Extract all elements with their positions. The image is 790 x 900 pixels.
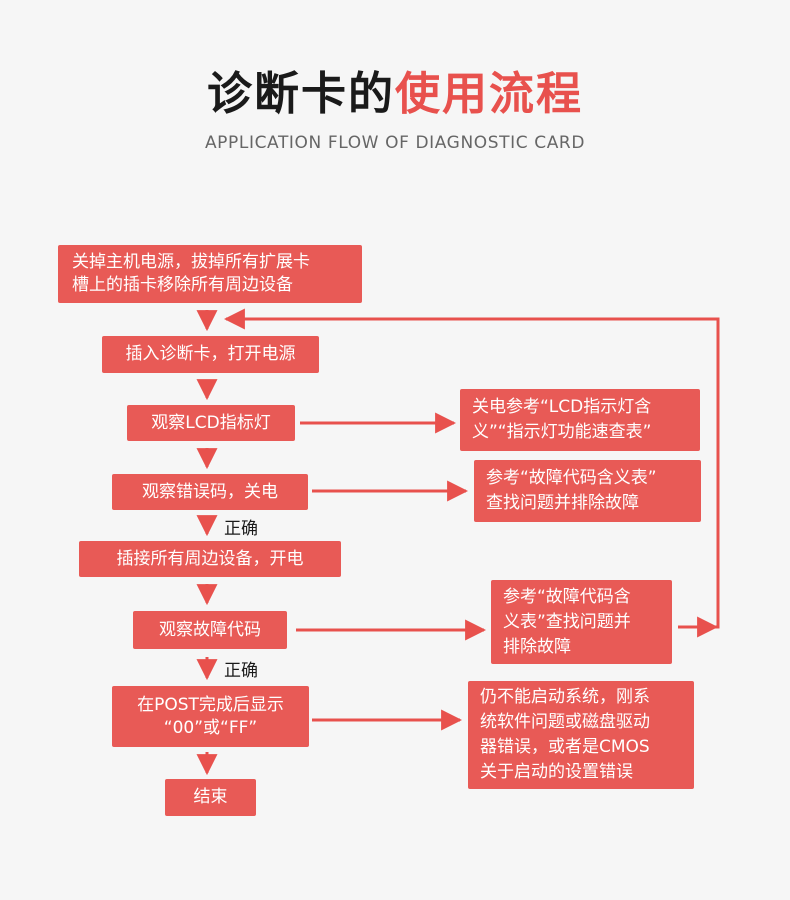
note-still-no-boot: 仍不能启动系统，刚系 统软件问题或磁盘驱动 器错误，或者是CMOS 关于启动的设… [468, 681, 694, 789]
page-subtitle: APPLICATION FLOW OF DIAGNOSTIC CARD [204, 133, 586, 153]
title-dark-part: 诊断卡的 [206, 67, 395, 120]
step-observe-lcd: 观察LCD指标灯 [127, 405, 295, 441]
title-red-part: 使用流程 [395, 67, 584, 120]
step-observe-error: 观察错误码，关电 [112, 474, 308, 510]
page-title: 诊断卡的使用流程 [0, 64, 790, 124]
note-fault-code-reference: 参考“故障代码含义表” 查找问题并排除故障 [474, 460, 701, 522]
step-power-off: 关掉主机电源，拔掉所有扩展卡 槽上的插卡移除所有周边设备 [58, 245, 362, 303]
step-observe-fault-code: 观察故障代码 [133, 611, 287, 649]
step-insert-card: 插入诊断卡，打开电源 [102, 336, 319, 373]
step-end: 结束 [165, 779, 256, 816]
label-correct-1: 正确 [224, 519, 258, 539]
label-correct-2: 正确 [224, 661, 258, 681]
note-fault-code-reference-2: 参考“故障代码含 义表”查找问题并 排除故障 [491, 580, 672, 664]
step-post-complete: 在POST完成后显示 “00”或“FF” [112, 686, 309, 747]
step-connect-peripherals: 插接所有周边设备，开电 [79, 541, 341, 577]
note-lcd-reference: 关电参考“LCD指示灯含 义”“指示灯功能速查表” [460, 389, 700, 451]
